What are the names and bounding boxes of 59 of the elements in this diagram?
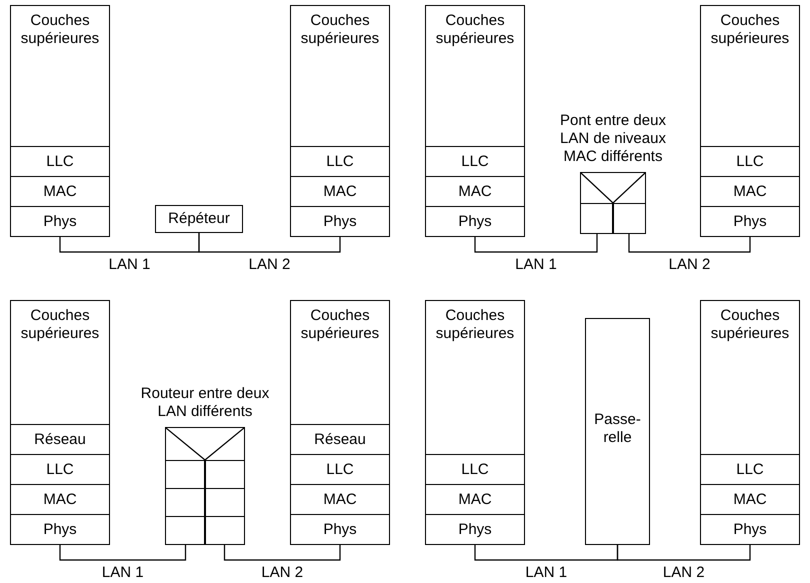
- device-cell: [580, 203, 614, 234]
- layer-label: Couches supérieures: [20, 307, 100, 343]
- layer-label: Phys: [323, 212, 357, 230]
- layer-label: Phys: [733, 520, 767, 538]
- lan-line: [198, 233, 341, 253]
- protocol-stack: [700, 300, 800, 545]
- layer-label: Phys: [458, 520, 492, 538]
- layer-label: MAC: [733, 182, 767, 200]
- device-label: Passe-relle: [593, 411, 642, 447]
- lan-line: [474, 545, 618, 561]
- layer-label: Phys: [323, 520, 357, 538]
- protocol-stack: [10, 300, 110, 545]
- protocol-stack: [10, 5, 110, 237]
- lan-line: [628, 234, 751, 253]
- layer-label: Couches supérieures: [300, 307, 380, 343]
- layer-label: Couches supérieures: [710, 12, 790, 48]
- layer-label: Couches supérieures: [300, 12, 380, 48]
- layer-label: Réseau: [34, 430, 86, 448]
- layer-label: MAC: [323, 182, 357, 200]
- device-label: Routeur entre deux LAN différents: [140, 385, 270, 421]
- device-cell: [204, 460, 245, 489]
- lan-line: [616, 545, 751, 561]
- layer-label: Couches supérieures: [434, 307, 516, 343]
- layer-label: MAC: [323, 490, 357, 508]
- layer-label: Réseau: [314, 430, 366, 448]
- layer-label: Couches supérieures: [434, 12, 516, 48]
- protocol-stack: [425, 300, 525, 545]
- layer-label: Phys: [43, 212, 77, 230]
- layer-label: LLC: [326, 152, 354, 170]
- lan-line: [59, 545, 186, 561]
- layer-label: LLC: [736, 460, 764, 478]
- layer-label: LLC: [326, 460, 354, 478]
- lan-line: [224, 545, 341, 561]
- gateway-box: [585, 318, 650, 545]
- layer-label: LLC: [736, 152, 764, 170]
- protocol-stack: [700, 5, 800, 237]
- device-cell: [165, 460, 206, 489]
- layer-label: MAC: [733, 490, 767, 508]
- protocol-stack: [290, 300, 390, 545]
- layer-label: LLC: [46, 460, 74, 478]
- layer-label: Couches supérieures: [710, 307, 790, 343]
- lan-line: [474, 234, 598, 253]
- device-cell: [612, 203, 646, 234]
- layer-label: MAC: [458, 182, 492, 200]
- layer-label: Phys: [458, 212, 492, 230]
- repeater-box: [155, 205, 243, 233]
- layer-label: LLC: [461, 152, 489, 170]
- layer-label: LLC: [46, 152, 74, 170]
- layer-label: Phys: [43, 520, 77, 538]
- protocol-stack: [290, 5, 390, 237]
- layer-label: Couches supérieures: [20, 12, 100, 48]
- layer-label: Phys: [733, 212, 767, 230]
- layer-label: MAC: [43, 182, 77, 200]
- device-label: Pont entre deux LAN de niveaux MAC différents: [559, 112, 667, 166]
- layer-label: LLC: [461, 460, 489, 478]
- layer-label: MAC: [458, 490, 492, 508]
- device-label: Répéteur: [168, 210, 230, 228]
- layer-label: MAC: [43, 490, 77, 508]
- protocol-stack: [425, 5, 525, 237]
